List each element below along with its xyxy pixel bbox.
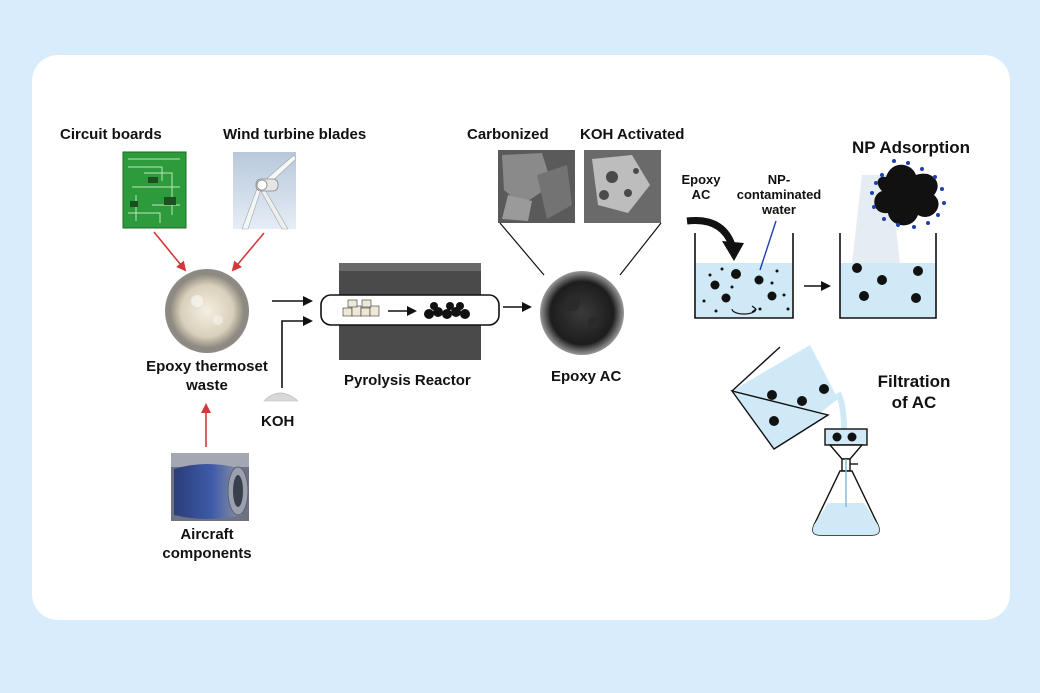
label-epoxy-waste-line2: waste [186, 377, 228, 394]
label-np-water-line3: water [762, 202, 796, 217]
label-wind-turbine-blades: Wind turbine blades [223, 126, 367, 143]
label-circuit-boards: Circuit boards [60, 126, 162, 143]
label-filtration-line2: of AC [891, 393, 937, 412]
label-koh: KOH [261, 413, 295, 430]
label-aircraft-components: Aircraft components [137, 525, 277, 563]
epoxy-ac-image [540, 271, 624, 355]
arrow-koh-to-reactor [281, 316, 313, 388]
label-np-water-line1: NP- [767, 172, 791, 187]
label-koh-activated: KOH Activated [580, 126, 685, 143]
label-epoxy-thermoset-waste: Epoxy thermoset waste [124, 357, 290, 395]
contaminated-water-beaker [694, 233, 794, 319]
label-filtration-line1: Filtration [877, 372, 951, 391]
label-np-adsorption: NP Adsorption [852, 138, 971, 157]
arrow-turbine-to-waste [231, 232, 265, 272]
label-epoxy-waste-line1: Epoxy thermoset [146, 358, 268, 375]
np-pointer-line [759, 220, 777, 271]
aircraft-components-image [171, 453, 249, 521]
label-pyrolysis-reactor: Pyrolysis Reactor [344, 372, 471, 389]
filtration-apparatus [730, 345, 880, 536]
arrow-circuit-to-waste [153, 231, 187, 272]
ac-addition-arrow [686, 217, 736, 247]
carbonized-sem-image [498, 150, 575, 223]
label-aircraft-line1: Aircraft [180, 526, 234, 543]
label-filtration-of-ac: Filtration of AC [864, 371, 964, 413]
label-np-water-line2: contaminated [736, 187, 822, 202]
pyrolysis-reactor [320, 263, 500, 360]
label-epoxy-ac: Epoxy AC [551, 368, 622, 385]
epoxy-waste-powder-image [165, 269, 249, 353]
label-np-contaminated-water: NP- contaminated water [731, 172, 827, 217]
circuit-board-image [122, 151, 187, 229]
label-carbonized: Carbonized [467, 126, 549, 143]
label-epoxy-ac-small-line1: Epoxy [681, 172, 721, 187]
koh-powder-image [263, 392, 299, 402]
diagram-card: Circuit boards Wind turbine blades Epoxy… [32, 55, 1010, 620]
koh-activated-sem-image [584, 150, 661, 223]
label-aircraft-line2: components [162, 545, 252, 562]
wind-turbine-image [233, 152, 297, 230]
process-diagram [122, 150, 946, 536]
label-epoxy-ac-small-line2: AC [691, 187, 711, 202]
np-adsorption-particle [870, 159, 946, 229]
label-epoxy-ac-small: Epoxy AC [678, 172, 724, 202]
